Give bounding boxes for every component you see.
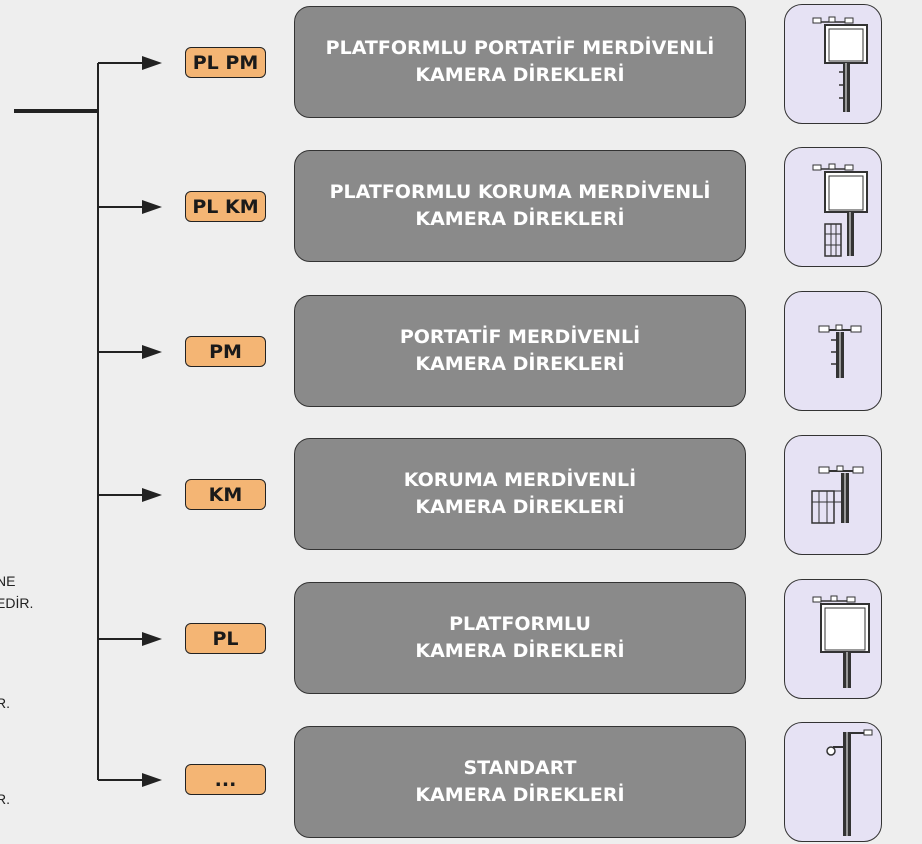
title-line-1: PLATFORMLU [449, 613, 591, 635]
side-note-2: EDİR. [0, 595, 34, 611]
pole-portable-ladder-icon [784, 291, 882, 411]
title-line-1: PLATFORMLU KORUMA MERDİVENLİ [329, 181, 711, 203]
title-line-2: KAMERA DİREKLERİ [415, 64, 625, 86]
title-line-2: KAMERA DİREKLERİ [415, 208, 625, 230]
title-line-1: KORUMA MERDİVENLİ [403, 469, 637, 491]
title-line-2: KAMERA DİREKLERİ [415, 496, 625, 518]
title-line-2: KAMERA DİREKLERİ [415, 784, 625, 806]
title-box-pl: PLATFORMLU KAMERA DİREKLERİ [294, 582, 746, 694]
title-box-pl-km: PLATFORMLU KORUMA MERDİVENLİ KAMERA DİRE… [294, 150, 746, 262]
title-box-standard: STANDART KAMERA DİREKLERİ [294, 726, 746, 838]
title-line-2: KAMERA DİREKLERİ [415, 640, 625, 662]
code-badge-pl: PL [185, 623, 266, 654]
title-line-1: STANDART [463, 757, 577, 779]
code-label: KM [208, 483, 243, 506]
side-note-3: R. [0, 695, 10, 711]
arrowhead-2 [142, 200, 162, 214]
code-badge-standard: ... [185, 764, 266, 795]
arrowhead-6 [142, 773, 162, 787]
arrowhead-4 [142, 488, 162, 502]
code-label: PL [212, 627, 239, 650]
arrowhead-3 [142, 345, 162, 359]
title-box-pm: PORTATİF MERDİVENLİ KAMERA DİREKLERİ [294, 295, 746, 407]
pole-platform-cage-ladder-icon [784, 147, 882, 267]
title-line-2: KAMERA DİREKLERİ [415, 353, 625, 375]
title-line-1: PORTATİF MERDİVENLİ [399, 326, 641, 348]
code-label: ... [214, 768, 237, 791]
arrowhead-5 [142, 632, 162, 646]
code-label: PL KM [192, 195, 259, 218]
title-box-pl-pm: PLATFORMLU PORTATİF MERDİVENLİ KAMERA Dİ… [294, 6, 746, 118]
pole-standard-icon [784, 722, 882, 842]
code-badge-km: KM [185, 479, 266, 510]
side-note-4: R. [0, 791, 10, 807]
code-badge-pl-pm: PL PM [185, 47, 266, 78]
pole-cage-ladder-icon [784, 435, 882, 555]
code-label: PL PM [192, 51, 259, 74]
arrowhead-1 [142, 56, 162, 70]
code-badge-pm: PM [185, 336, 266, 367]
pole-platform-portable-ladder-icon [784, 4, 882, 124]
code-badge-pl-km: PL KM [185, 191, 266, 222]
side-note-1: NE [0, 573, 16, 589]
title-line-1: PLATFORMLU PORTATİF MERDİVENLİ [325, 37, 715, 59]
code-label: PM [209, 340, 242, 363]
title-box-km: KORUMA MERDİVENLİ KAMERA DİREKLERİ [294, 438, 746, 550]
pole-platform-icon [784, 579, 882, 699]
